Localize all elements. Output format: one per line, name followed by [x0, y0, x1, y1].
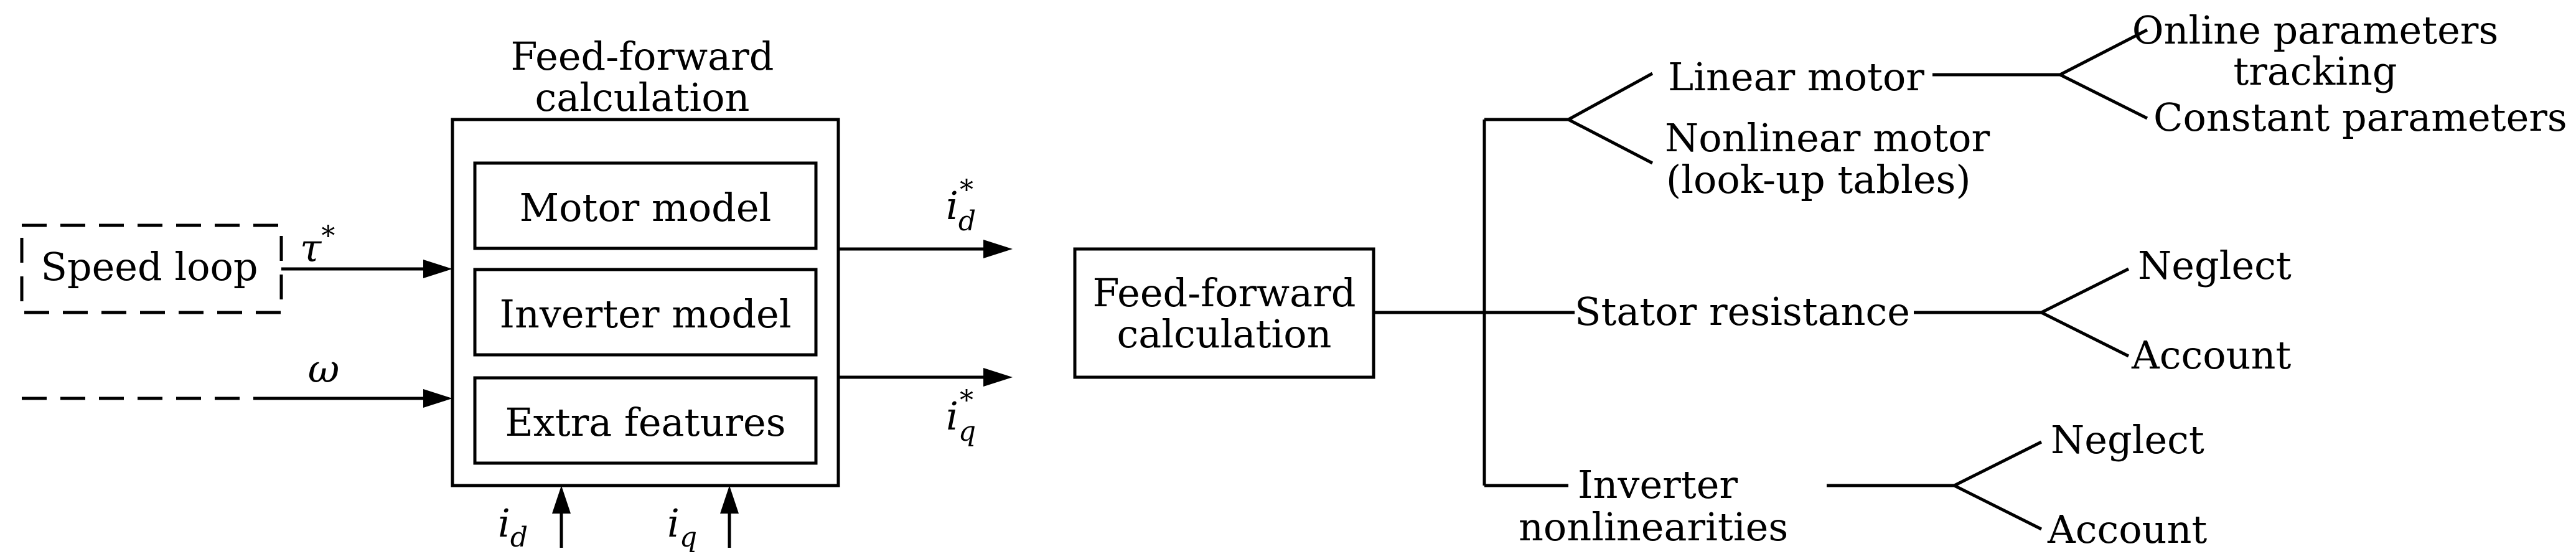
id-ref-superscript: * — [960, 174, 973, 206]
torque-ref-arrowhead — [423, 260, 452, 278]
extra-features-block — [473, 376, 818, 465]
motor-model-label: Motor model — [520, 185, 772, 230]
iq-ref-arrowhead — [983, 368, 1013, 387]
iq-ref-label: iq* — [946, 385, 976, 448]
motor-model-block — [473, 161, 818, 250]
left-block-diagram: Feed-forward calculation Motor model Inv… — [20, 34, 1013, 553]
speed-loop-label: Speed loop — [40, 244, 258, 289]
inverter-nonlin-label-line1: Inverter — [1578, 462, 1738, 507]
id-feedback-symbol: i — [498, 500, 510, 546]
inverter-account-label: Account — [2047, 507, 2207, 552]
iq-ref-symbol: i — [946, 393, 958, 439]
id-ref-symbol: i — [946, 183, 958, 228]
nonlinear-motor-label-line2: (look-up tables) — [1666, 157, 1971, 202]
online-tracking-label-line1: Online parameters — [2132, 7, 2499, 53]
constant-params-fork — [2059, 73, 2148, 120]
torque-ref-superscript: * — [321, 220, 335, 252]
id-ref-arrowhead — [983, 240, 1013, 258]
nonlinear-motor-label-line1: Nonlinear motor — [1665, 115, 1990, 161]
inverter-model-label: Inverter model — [499, 291, 791, 337]
stator-neglect-label: Neglect — [2138, 243, 2292, 288]
iq-ref-superscript: * — [960, 385, 973, 416]
stator-account-label: Account — [2131, 332, 2291, 378]
speed-input-arrowhead — [423, 389, 452, 408]
ff-root-label-line2: calculation — [1117, 311, 1332, 357]
id-ref-label: id* — [946, 174, 976, 237]
nonlinear-motor-fork — [1567, 118, 1654, 165]
id-feedback-label: id — [498, 500, 528, 553]
ff-block-title-line2: calculation — [535, 75, 750, 120]
torque-ref-symbol: τ — [300, 225, 322, 271]
id-ref-subscript: d — [958, 205, 976, 237]
ff-root-label-line1: Feed-forward — [1093, 270, 1356, 316]
inverter-model-block — [473, 268, 818, 357]
iq-feedback-subscript: q — [680, 522, 697, 553]
inverter-account-fork — [1953, 484, 2043, 531]
iq-feedback-arrowhead — [720, 486, 739, 514]
torque-ref-label: τ* — [300, 220, 335, 271]
iq-ref-subscript: q — [958, 416, 976, 448]
iq-feedback-symbol: i — [667, 500, 680, 546]
constant-params-label: Constant parameters — [2153, 95, 2567, 140]
inverter-neglect-fork — [1953, 440, 2043, 487]
stator-account-fork — [2040, 311, 2130, 358]
inverter-nonlin-label-line2: nonlinearities — [1519, 504, 1788, 550]
ff-block-title-line1: Feed-forward — [511, 34, 774, 79]
stator-resistance-label: Stator resistance — [1575, 289, 1910, 334]
online-tracking-label-line2: tracking — [2233, 49, 2397, 94]
ff-outer-block — [451, 118, 840, 487]
id-feedback-arrowhead — [552, 486, 571, 514]
inverter-neglect-label: Neglect — [2051, 417, 2204, 463]
speed-loop-box — [20, 223, 283, 314]
linear-motor-label: Linear motor — [1668, 54, 1924, 100]
iq-feedback-label: iq — [667, 500, 697, 553]
linear-motor-fork — [1567, 72, 1654, 121]
speed-input-label: ω — [308, 346, 340, 392]
stator-neglect-fork — [2040, 267, 2130, 314]
id-feedback-subscript: d — [510, 522, 528, 553]
right-tree-diagram: Feed-forward calculation Linear motor No… — [1073, 7, 2567, 552]
extra-features-label: Extra features — [505, 400, 785, 445]
online-tracking-fork — [2059, 28, 2148, 77]
